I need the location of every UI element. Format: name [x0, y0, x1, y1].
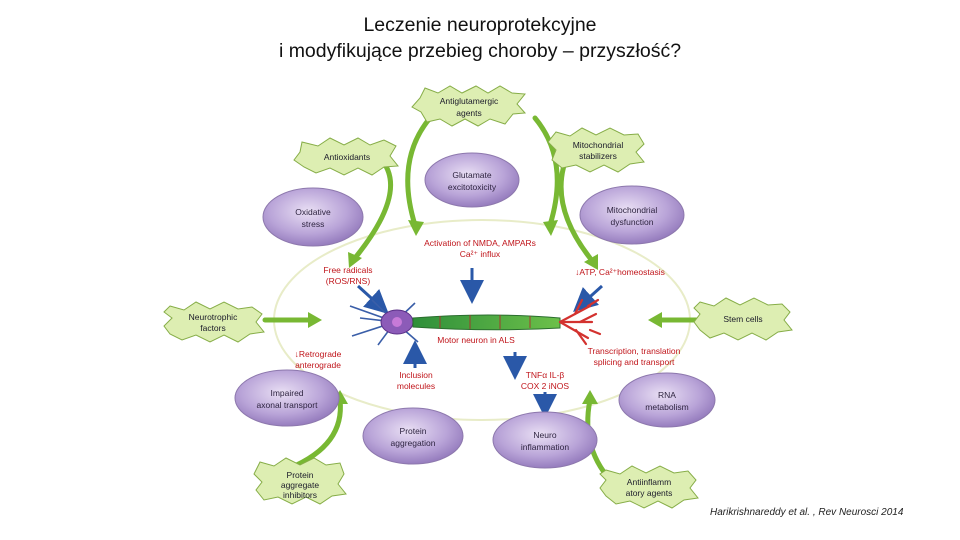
- svg-text:atory agents: atory agents: [626, 488, 673, 498]
- svg-text:splicing and transport: splicing and transport: [594, 357, 675, 367]
- motor-neuron: [349, 298, 602, 346]
- oval-protein-aggregation: Protein aggregation: [362, 407, 464, 465]
- svg-text:agents: agents: [456, 108, 482, 118]
- svg-text:aggregate: aggregate: [281, 480, 320, 490]
- neuron-terminal: [558, 298, 602, 346]
- svg-text:Protein: Protein: [287, 470, 314, 480]
- svg-text:Antiglutamergic: Antiglutamergic: [440, 96, 499, 106]
- therapy-antiinflammatory-agents: Antiinflamm atory agents: [599, 465, 699, 509]
- oval-oxidative-stress: Oxidative stress: [262, 187, 364, 247]
- svg-text:Free radicals: Free radicals: [323, 265, 372, 275]
- title-line-2: i modyfikujące przebieg choroby – przysz…: [278, 40, 682, 62]
- svg-text:Mitochondrial: Mitochondrial: [573, 140, 624, 150]
- svg-text:COX 2 iNOS: COX 2 iNOS: [521, 381, 570, 391]
- svg-text:Mitochondrial: Mitochondrial: [607, 205, 658, 215]
- svg-text:dysfunction: dysfunction: [611, 217, 654, 227]
- svg-text:Protein: Protein: [400, 426, 427, 436]
- label-tnf-cox: TNFα IL-β COX 2 iNOS: [521, 370, 570, 391]
- svg-text:Transcription, translation: Transcription, translation: [588, 346, 681, 356]
- label-nmda-activation: Activation of NMDA, AMPARs Ca²⁺ influx: [424, 238, 536, 259]
- svg-text:Antiinflamm: Antiinflamm: [627, 477, 671, 487]
- label-free-radicals: Free radicals (ROS/RNS): [323, 265, 372, 286]
- svg-text:↓ATP, Ca²⁺homeostasis: ↓ATP, Ca²⁺homeostasis: [575, 267, 665, 277]
- svg-text:axonal transport: axonal transport: [257, 400, 319, 410]
- title-line-1: Leczenie neuroprotekcyjne: [363, 14, 597, 36]
- svg-text:inhibitors: inhibitors: [283, 490, 317, 500]
- mechanism-arrows: [356, 268, 604, 418]
- citation: Harikrishnareddy et al. , Rev Neurosci 2…: [710, 507, 904, 518]
- neuron-axon: [412, 314, 561, 331]
- therapy-neurotrophic-factors: Neurotrophic factors: [163, 301, 265, 343]
- svg-text:TNFα IL-β: TNFα IL-β: [526, 370, 565, 380]
- label-atp-calcium: ↓ATP, Ca²⁺homeostasis: [575, 267, 665, 277]
- svg-text:(ROS/RNS): (ROS/RNS): [326, 276, 371, 286]
- oval-neuroinflammation: Neuro inflammation: [492, 411, 598, 469]
- svg-text:metabolism: metabolism: [645, 402, 688, 412]
- neuron-nucleus: [392, 317, 402, 327]
- label-motor-neuron: Motor neuron in ALS: [437, 335, 515, 345]
- arrow-antiglut-left: [405, 115, 433, 228]
- svg-text:Stem cells: Stem cells: [723, 314, 762, 324]
- svg-text:Glutamate: Glutamate: [452, 170, 491, 180]
- svg-text:↓Retrograde: ↓Retrograde: [295, 349, 342, 359]
- label-inclusion-molecules: Inclusion molecules: [397, 370, 435, 391]
- svg-text:stabilizers: stabilizers: [579, 151, 617, 161]
- arrow-protein-inhib: [287, 397, 343, 471]
- arrow-antiglut-right: [532, 115, 560, 228]
- svg-text:Activation of NMDA, AMPARs: Activation of NMDA, AMPARs: [424, 238, 536, 248]
- svg-text:Oxidative: Oxidative: [295, 207, 331, 217]
- label-retrograde-anterograde: ↓Retrograde anterograde: [295, 349, 342, 370]
- svg-text:inflammation: inflammation: [521, 442, 569, 452]
- svg-text:Impaired: Impaired: [270, 388, 303, 398]
- oval-glutamate: Glutamate excitotoxicity: [424, 152, 520, 208]
- slide-title: Leczenie neuroprotekcyjne i modyfikujące…: [0, 12, 960, 64]
- oval-mitochondrial-dysfunction: Mitochondrial dysfunction: [579, 185, 685, 245]
- svg-text:excitotoxicity: excitotoxicity: [448, 182, 497, 192]
- therapy-antiglutamergic: Antiglutamergic agents: [411, 85, 527, 127]
- svg-text:Inclusion: Inclusion: [399, 370, 433, 380]
- svg-text:Ca²⁺ influx: Ca²⁺ influx: [460, 249, 501, 259]
- svg-text:Neuro: Neuro: [533, 430, 556, 440]
- svg-text:molecules: molecules: [397, 381, 435, 391]
- svg-text:Antioxidants: Antioxidants: [324, 152, 370, 162]
- svg-text:factors: factors: [200, 323, 226, 333]
- svg-text:RNA: RNA: [658, 390, 676, 400]
- label-transcription-translation: Transcription, translation splicing and …: [588, 346, 681, 367]
- axon-segments: [439, 315, 531, 329]
- svg-text:aggregation: aggregation: [391, 438, 436, 448]
- svg-text:stress: stress: [302, 219, 325, 229]
- therapy-arrowheads: [308, 220, 662, 404]
- oval-rna-metabolism: RNA metabolism: [618, 372, 716, 428]
- therapy-antioxidants: Antioxidants: [293, 137, 399, 176]
- therapy-stem-cells: Stem cells: [693, 297, 793, 341]
- svg-text:Neurotrophic: Neurotrophic: [189, 312, 238, 322]
- therapy-protein-aggregate-inhibitors: Protein aggregate inhibitors: [253, 457, 347, 505]
- svg-text:anterograde: anterograde: [295, 360, 341, 370]
- therapy-mitochondrial-stabilizers: Mitochondrial stabilizers: [547, 127, 645, 173]
- oval-axonal-transport: Impaired axonal transport: [234, 369, 340, 427]
